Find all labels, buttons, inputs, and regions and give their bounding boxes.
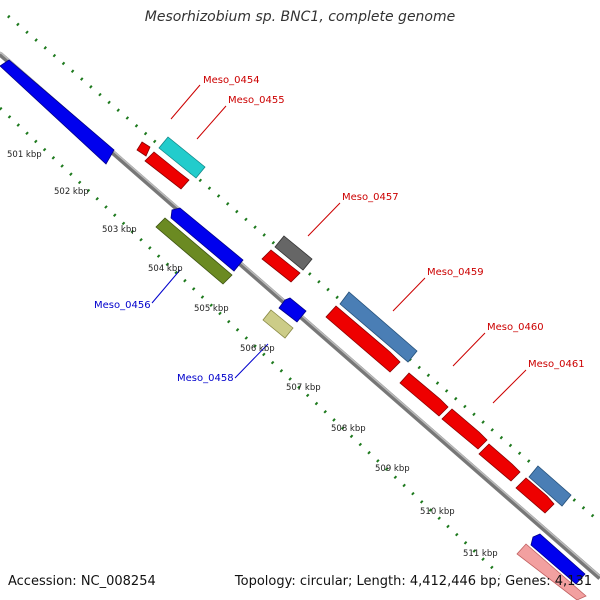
outer-scale-track <box>7 14 600 524</box>
gene-arrow-0458[interactable] <box>262 309 294 339</box>
scale-label: 503 kbp <box>102 225 137 235</box>
scale-label: 508 kbp <box>331 424 366 434</box>
scale-label: 504 kbp <box>148 264 183 274</box>
gene-arrow-0456b[interactable] <box>155 217 233 285</box>
scale-label: 511 kbp <box>463 549 498 559</box>
leader-0461 <box>492 369 527 404</box>
genome-summary: Topology: circular; Length: 4,412,446 bp… <box>234 574 592 589</box>
gene-arrow-0454[interactable] <box>136 141 151 157</box>
leader-0458 <box>234 343 269 379</box>
inner-scale-track <box>0 106 502 577</box>
leader-0460 <box>452 332 486 367</box>
gene-label-0456[interactable]: Meso_0456 <box>94 300 151 311</box>
gene-arrow-0463[interactable] <box>516 543 587 600</box>
gene-arrow-0461c[interactable] <box>528 465 572 507</box>
gene-arrow-0457a[interactable] <box>274 235 313 271</box>
gene-arrow-0459[interactable] <box>339 291 418 363</box>
map-title: Mesorhizobium sp. BNC1, complete genome <box>144 9 456 25</box>
accession-label: Accession: NC_008254 <box>8 574 156 589</box>
gene-arrow-0455a[interactable] <box>158 136 206 179</box>
gene-label-0458[interactable]: Meso_0458 <box>177 373 234 384</box>
scale-label: 509 kbp <box>375 464 410 474</box>
leader-0454 <box>170 84 201 120</box>
gene-arrow-0461a[interactable] <box>478 443 521 482</box>
leader-0456 <box>151 269 181 304</box>
scale-label: 510 kbp <box>420 507 455 517</box>
gene-arrow-0456[interactable] <box>170 207 244 272</box>
leader-0457 <box>307 202 341 237</box>
gene-arrow-0461b[interactable] <box>515 477 555 514</box>
gene-label-0454[interactable]: Meso_0454 <box>203 75 260 86</box>
gene-arrow-0453[interactable] <box>0 59 115 165</box>
leader-0455 <box>196 105 227 140</box>
gene-label-0461[interactable]: Meso_0461 <box>528 359 585 370</box>
scale-label: 507 kbp <box>286 383 321 393</box>
gene-label-0455[interactable]: Meso_0455 <box>228 95 285 106</box>
leader-0459 <box>392 277 426 312</box>
scale-label: 505 kbp <box>194 304 229 314</box>
gene-arrow-0462[interactable] <box>530 533 586 585</box>
scale-label: 502 kbp <box>54 187 89 197</box>
gene-label-0457[interactable]: Meso_0457 <box>342 192 399 203</box>
gene-arrow-0455[interactable] <box>144 151 190 190</box>
gene-label-0460[interactable]: Meso_0460 <box>487 322 544 333</box>
gene-arrow-0458a[interactable] <box>278 297 307 323</box>
gene-arrow-0459b[interactable] <box>325 305 401 373</box>
scale-label: 506 kbp <box>240 344 275 354</box>
gene-arrow-0457[interactable] <box>261 249 301 283</box>
gene-arrow-0460b[interactable] <box>441 408 488 450</box>
gene-arrow-0460[interactable] <box>399 372 449 417</box>
scale-label: 501 kbp <box>7 150 42 160</box>
gene-label-0459[interactable]: Meso_0459 <box>427 267 484 278</box>
